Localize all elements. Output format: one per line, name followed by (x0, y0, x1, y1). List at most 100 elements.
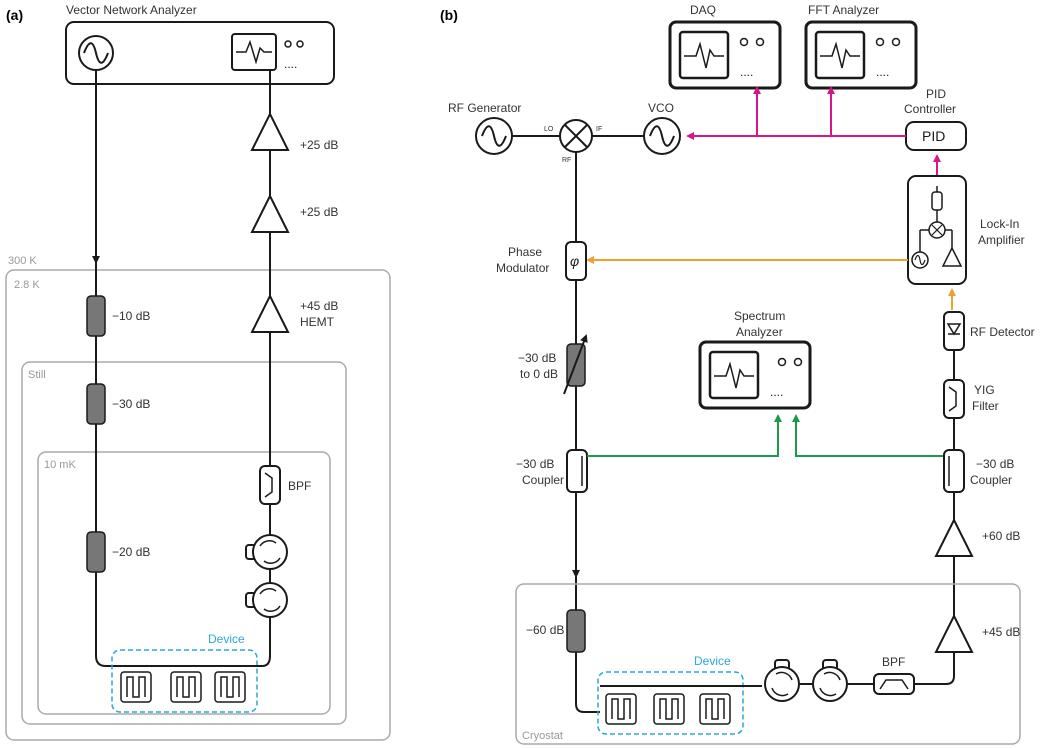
coupler-right-label-1: −30 dB (976, 457, 1014, 471)
coupler-left-label-2: Coupler (522, 473, 564, 487)
lockin-amplifier-box (907, 175, 967, 285)
svg-text:....: .... (770, 385, 783, 399)
stage-10mk-box (37, 451, 331, 715)
lockin-label-1: Lock-In (980, 217, 1019, 231)
bpf-b (873, 673, 915, 695)
output-line-b (930, 316, 955, 685)
amplifier-hemt (250, 293, 290, 333)
amplifier-25db-1 (250, 111, 290, 151)
resonator-b-2 (653, 693, 685, 725)
rf-detector-label: RF Detector (970, 325, 1035, 339)
amplifier-45db (934, 613, 974, 653)
device-a-label: Device (208, 632, 245, 646)
amplifier-25db-2 (250, 193, 290, 233)
att-30-label: −30 dB (112, 397, 150, 411)
pid-box-label: PID (922, 128, 945, 144)
stage-300k-box (5, 269, 391, 741)
panel-b-label: (b) (440, 7, 458, 23)
stage-still-box (21, 361, 347, 725)
mixer-icon (559, 119, 593, 153)
circulator-a-2 (245, 582, 288, 618)
device-b-label: Device (694, 654, 731, 668)
bpf-b-label: BPF (882, 655, 905, 669)
coupler-left (566, 449, 588, 493)
vco-label: VCO (648, 101, 674, 115)
bpf-a-label: BPF (288, 479, 311, 493)
phase-modulator-box (565, 241, 587, 281)
spectrum-label-1: Spectrum (734, 309, 785, 323)
pid-title-1: PID (926, 87, 946, 101)
svg-text:....: .... (284, 57, 297, 71)
vco-icon (643, 117, 681, 155)
svg-text:....: .... (876, 65, 889, 79)
phase-mod-label-1: Phase (508, 245, 542, 259)
stage-300k-label: 300 K (8, 255, 37, 267)
resonator-b-3 (699, 693, 731, 725)
amp-60-label: +60 dB (982, 529, 1020, 543)
attenuator-20db (86, 531, 106, 573)
fft-instrument-icon: .... (804, 20, 918, 90)
resonator-b-1 (605, 693, 637, 725)
panel-a-label: (a) (6, 7, 23, 23)
stage-2p8k-label: 2.8 K (14, 279, 40, 291)
coupler-left-label-1: −30 dB (516, 457, 554, 471)
vna-title: Vector Network Analyzer (66, 3, 197, 17)
device-a-box (111, 649, 258, 713)
coupler-right-label-2: Coupler (970, 473, 1012, 487)
svg-text:....: .... (740, 65, 753, 79)
circulator-b-1 (764, 659, 800, 702)
pid-title-2: Controller (904, 102, 956, 116)
device-b-box (597, 671, 744, 735)
vna-source-icon (78, 35, 114, 71)
attenuator-10db (86, 295, 106, 337)
mixer-if-label: IF (596, 126, 602, 133)
spectrum-label-2: Analyzer (736, 325, 783, 339)
att-20-label: −20 dB (112, 545, 150, 559)
mixer-rf-label: RF (562, 157, 571, 164)
vna-display-icon: .... (231, 33, 304, 71)
lockin-label-2: Amplifier (978, 233, 1025, 247)
yig-label-2: Filter (972, 399, 999, 413)
yig-label-1: YIG (974, 383, 995, 397)
cryostat-box (515, 583, 1021, 745)
amp-25-2-label: +25 dB (300, 205, 338, 219)
var-att-label-1: −30 dB (518, 351, 556, 365)
circulator-a-1 (245, 534, 288, 570)
att-10-label: −10 dB (112, 309, 150, 323)
resonator-a-2 (170, 671, 202, 703)
hemt-label: HEMT (300, 315, 335, 329)
attenuator-60db (566, 609, 586, 653)
fft-label: FFT Analyzer (808, 3, 879, 17)
att-60-label: −60 dB (526, 623, 564, 637)
coupler-right-to-spectrum-line (792, 414, 944, 457)
panel-b: (b) DAQ .... FFT Analyzer .... RF Genera… (440, 3, 1035, 745)
stage-still-label: Still (28, 369, 46, 381)
attenuator-30db (86, 383, 106, 425)
rf-generator-icon (475, 117, 513, 155)
cryostat-label: Cryostat (522, 730, 563, 742)
bpf-a (259, 465, 281, 505)
circulator-b-2 (812, 659, 848, 702)
mixer-lo-label: LO (544, 126, 554, 133)
amp-45-label: +45 dB (300, 299, 338, 313)
rf-detector-box (943, 311, 965, 351)
resonator-a-1 (120, 671, 152, 703)
coupler-left-to-spectrum-line (587, 414, 782, 457)
amp-45-b-label: +45 dB (982, 625, 1020, 639)
phase-mod-label-2: Modulator (496, 261, 549, 275)
var-att-label-2: to 0 dB (520, 367, 558, 381)
phase-symbol: φ (570, 253, 579, 269)
rf-generator-label: RF Generator (448, 101, 521, 115)
amp-25-1-label: +25 dB (300, 138, 338, 152)
variable-att-arrow (563, 334, 588, 395)
stage-10mk-label: 10 mK (44, 459, 76, 471)
yig-filter-box (943, 379, 965, 419)
amplifier-60db (934, 517, 974, 557)
resonator-a-3 (214, 671, 246, 703)
spectrum-analyzer-icon: .... (698, 340, 812, 410)
daq-instrument-icon: .... (668, 20, 782, 90)
daq-label: DAQ (690, 3, 716, 17)
coupler-right (943, 449, 965, 493)
panel-a: (a) Vector Network Analyzer 300 K 2.8 K … (5, 3, 391, 741)
